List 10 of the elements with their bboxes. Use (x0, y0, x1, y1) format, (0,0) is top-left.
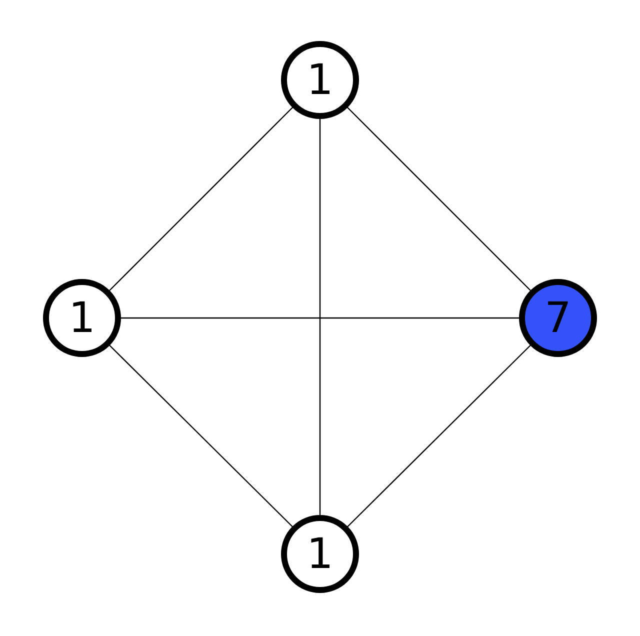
edge-line (346, 344, 532, 528)
edge-line (108, 344, 294, 528)
edge-line (108, 106, 294, 292)
node-value: 1 (306, 59, 334, 101)
edge-line (319, 118, 321, 516)
edge-line (120, 317, 520, 319)
node-value: 7 (544, 297, 572, 339)
edge-line (346, 106, 532, 292)
node-value: 1 (306, 533, 334, 575)
node-value: 1 (68, 297, 96, 339)
